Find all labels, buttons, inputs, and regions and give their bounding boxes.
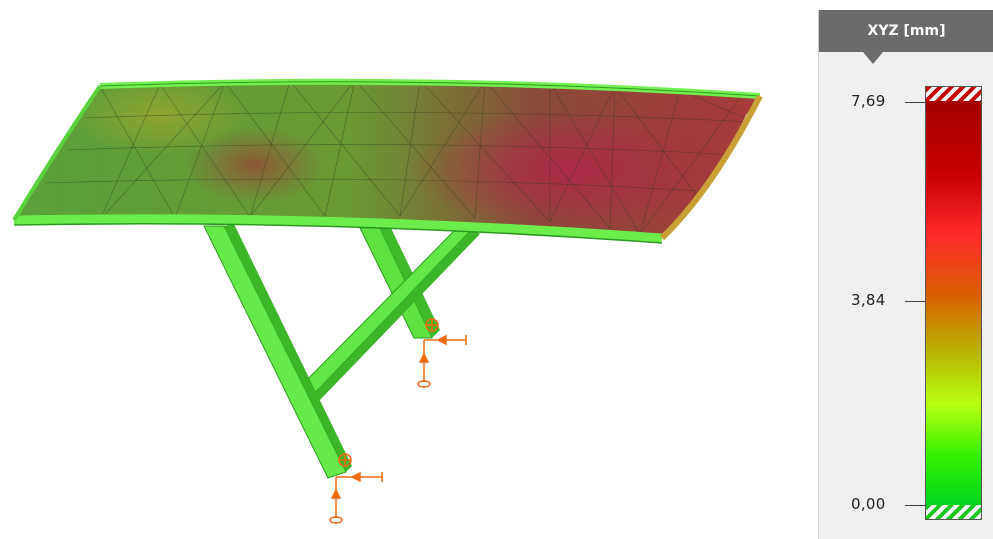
support-upper — [417, 318, 467, 388]
legend-tick-mid-line — [905, 301, 925, 302]
legend-tick-min-line — [905, 505, 925, 506]
legend-title-pointer — [863, 52, 883, 64]
legend-overflow-max-hatch — [926, 87, 981, 101]
legend-gradient — [926, 101, 981, 505]
legend-overflow-min-hatch — [926, 505, 981, 519]
legend-title[interactable]: XYZ [mm] — [819, 10, 993, 52]
roof-plate[interactable] — [12, 70, 770, 244]
legend-color-bar — [925, 86, 982, 520]
legend-tick-mid-label: 3,84 — [851, 291, 886, 309]
legend-tick-max-line — [905, 102, 925, 103]
legend-tick-min-label: 0,00 — [851, 495, 886, 513]
color-legend-panel: XYZ [mm] 7,69 3,84 0,00 — [818, 10, 993, 539]
legend-tick-max-label: 7,69 — [851, 92, 886, 110]
support-lower — [329, 453, 383, 524]
front-strut[interactable] — [203, 224, 352, 479]
